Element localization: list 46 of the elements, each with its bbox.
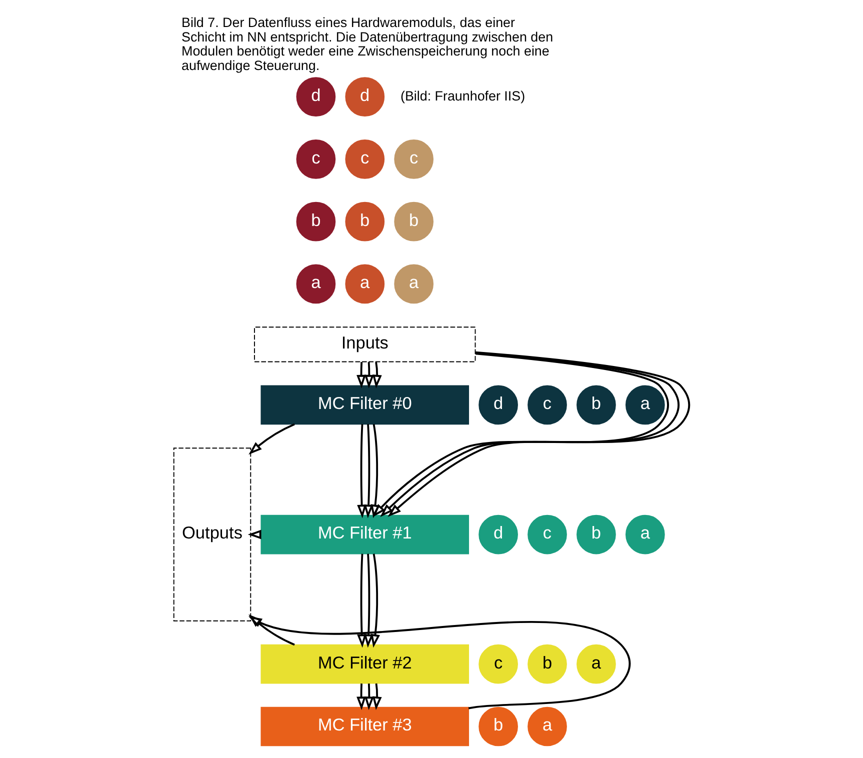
node-circle: d: [478, 514, 518, 554]
node-box: MC Filter #2: [260, 644, 470, 684]
arrow: [372, 683, 382, 710]
arrow: [248, 614, 295, 646]
arrow: [357, 554, 366, 648]
node-circle: a: [626, 514, 665, 554]
node-circle: c: [296, 140, 336, 179]
node-box: Outputs: [173, 448, 252, 622]
node-circle: b: [478, 706, 518, 746]
node-circle: b: [345, 202, 385, 242]
node-circle: c: [478, 644, 518, 684]
node-circle: d: [478, 385, 518, 425]
node-box: MC Filter #0: [260, 385, 470, 425]
arrow: [356, 684, 366, 710]
arrow: [364, 683, 374, 710]
node-box: Inputs: [254, 326, 476, 362]
node-circle: a: [394, 264, 434, 304]
node-circle: b: [528, 644, 567, 684]
label: (Bild: Fraunhofer IIS): [400, 88, 526, 104]
node-circle: c: [394, 140, 434, 179]
arrow: [364, 554, 374, 648]
node-circle: b: [576, 514, 616, 554]
arrow: [370, 424, 380, 518]
node-circle: b: [296, 202, 336, 242]
node-circle: b: [394, 202, 434, 242]
node-box: MC Filter #3: [260, 706, 470, 746]
node-circle: a: [528, 706, 567, 746]
arrow: [364, 424, 374, 518]
arrow: [248, 423, 295, 455]
arrow: [248, 616, 631, 710]
node-circle: c: [528, 514, 567, 554]
arrow: [370, 554, 380, 648]
node-circle: a: [345, 264, 385, 304]
arrow: [356, 362, 366, 388]
node-circle: d: [345, 77, 385, 116]
node-circle: b: [576, 385, 616, 425]
arrow: [364, 362, 374, 388]
caption: Bild 7. Der Datenfluss eines Hardwaremoduls, das einer Schicht im NN entspricht. Die Datenübertragung zwischen den Modulen benötigt weder eine Zwischenspeicherung noch eine aufwendige Steuerung.: [182, 14, 554, 74]
node-circle: a: [576, 644, 616, 684]
arrow: [372, 362, 382, 388]
node-circle: a: [626, 385, 665, 425]
node-circle: d: [296, 77, 336, 116]
arrow: [357, 424, 366, 518]
node-circle: c: [528, 385, 567, 425]
node-circle: c: [345, 140, 385, 179]
node-circle: a: [296, 264, 336, 304]
